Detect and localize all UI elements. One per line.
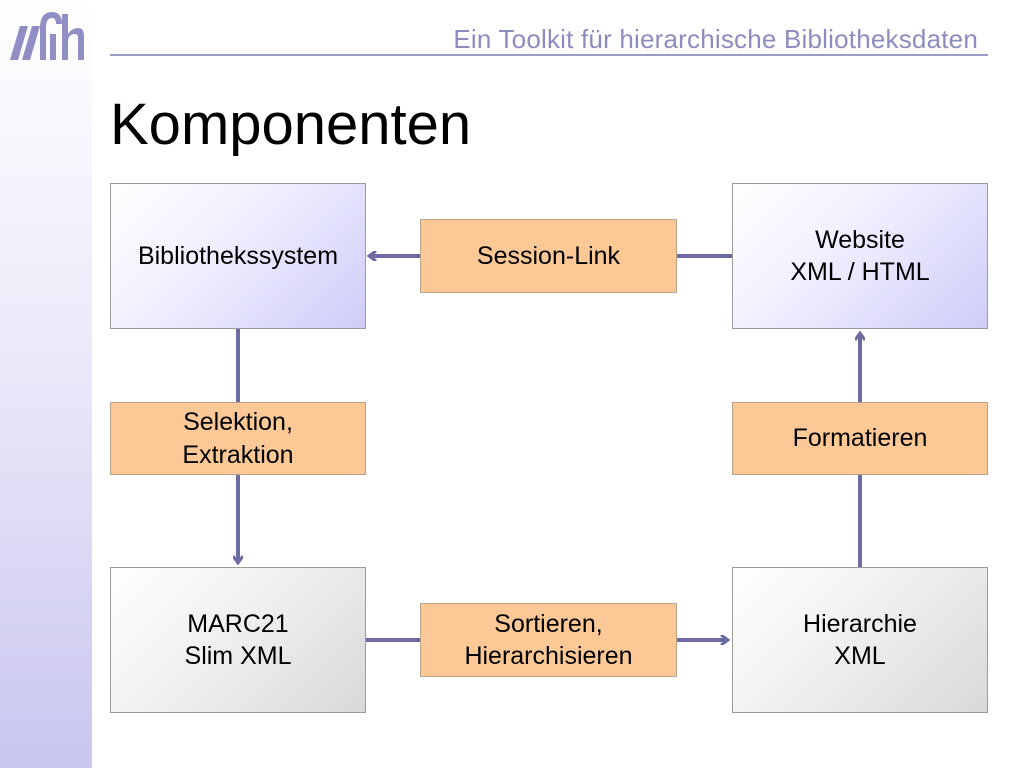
node-marc21: MARC21 Slim XML xyxy=(110,567,366,713)
node-bibliothekssystem: Bibliothekssystem xyxy=(110,183,366,329)
logo xyxy=(10,12,84,60)
node-formatieren: Formatieren xyxy=(732,402,988,475)
node-selektion-label: Selektion, Extraktion xyxy=(182,408,294,469)
node-website: Website XML / HTML xyxy=(732,183,988,329)
node-session-link: Session-Link xyxy=(420,219,677,293)
node-hierarchie-label: Hierarchie XML xyxy=(803,609,917,671)
node-selektion: Selektion, Extraktion xyxy=(110,402,366,475)
node-sortieren-label: Sortieren, Hierarchisieren xyxy=(464,609,633,671)
node-marc21-label: MARC21 Slim XML xyxy=(184,609,292,671)
node-website-label: Website XML / HTML xyxy=(790,225,930,287)
node-session-link-label: Session-Link xyxy=(476,241,621,270)
page-title: Komponenten xyxy=(110,92,472,157)
node-bibliothekssystem-label: Bibliothekssystem xyxy=(137,241,339,270)
node-formatieren-label: Formatieren xyxy=(792,424,928,453)
node-hierarchie: Hierarchie XML xyxy=(732,567,988,713)
header-divider xyxy=(110,54,988,56)
header-title: Ein Toolkit für hierarchische Bibliothek… xyxy=(453,24,978,54)
sidebar-gradient xyxy=(0,0,92,768)
node-sortieren: Sortieren, Hierarchisieren xyxy=(420,603,677,677)
